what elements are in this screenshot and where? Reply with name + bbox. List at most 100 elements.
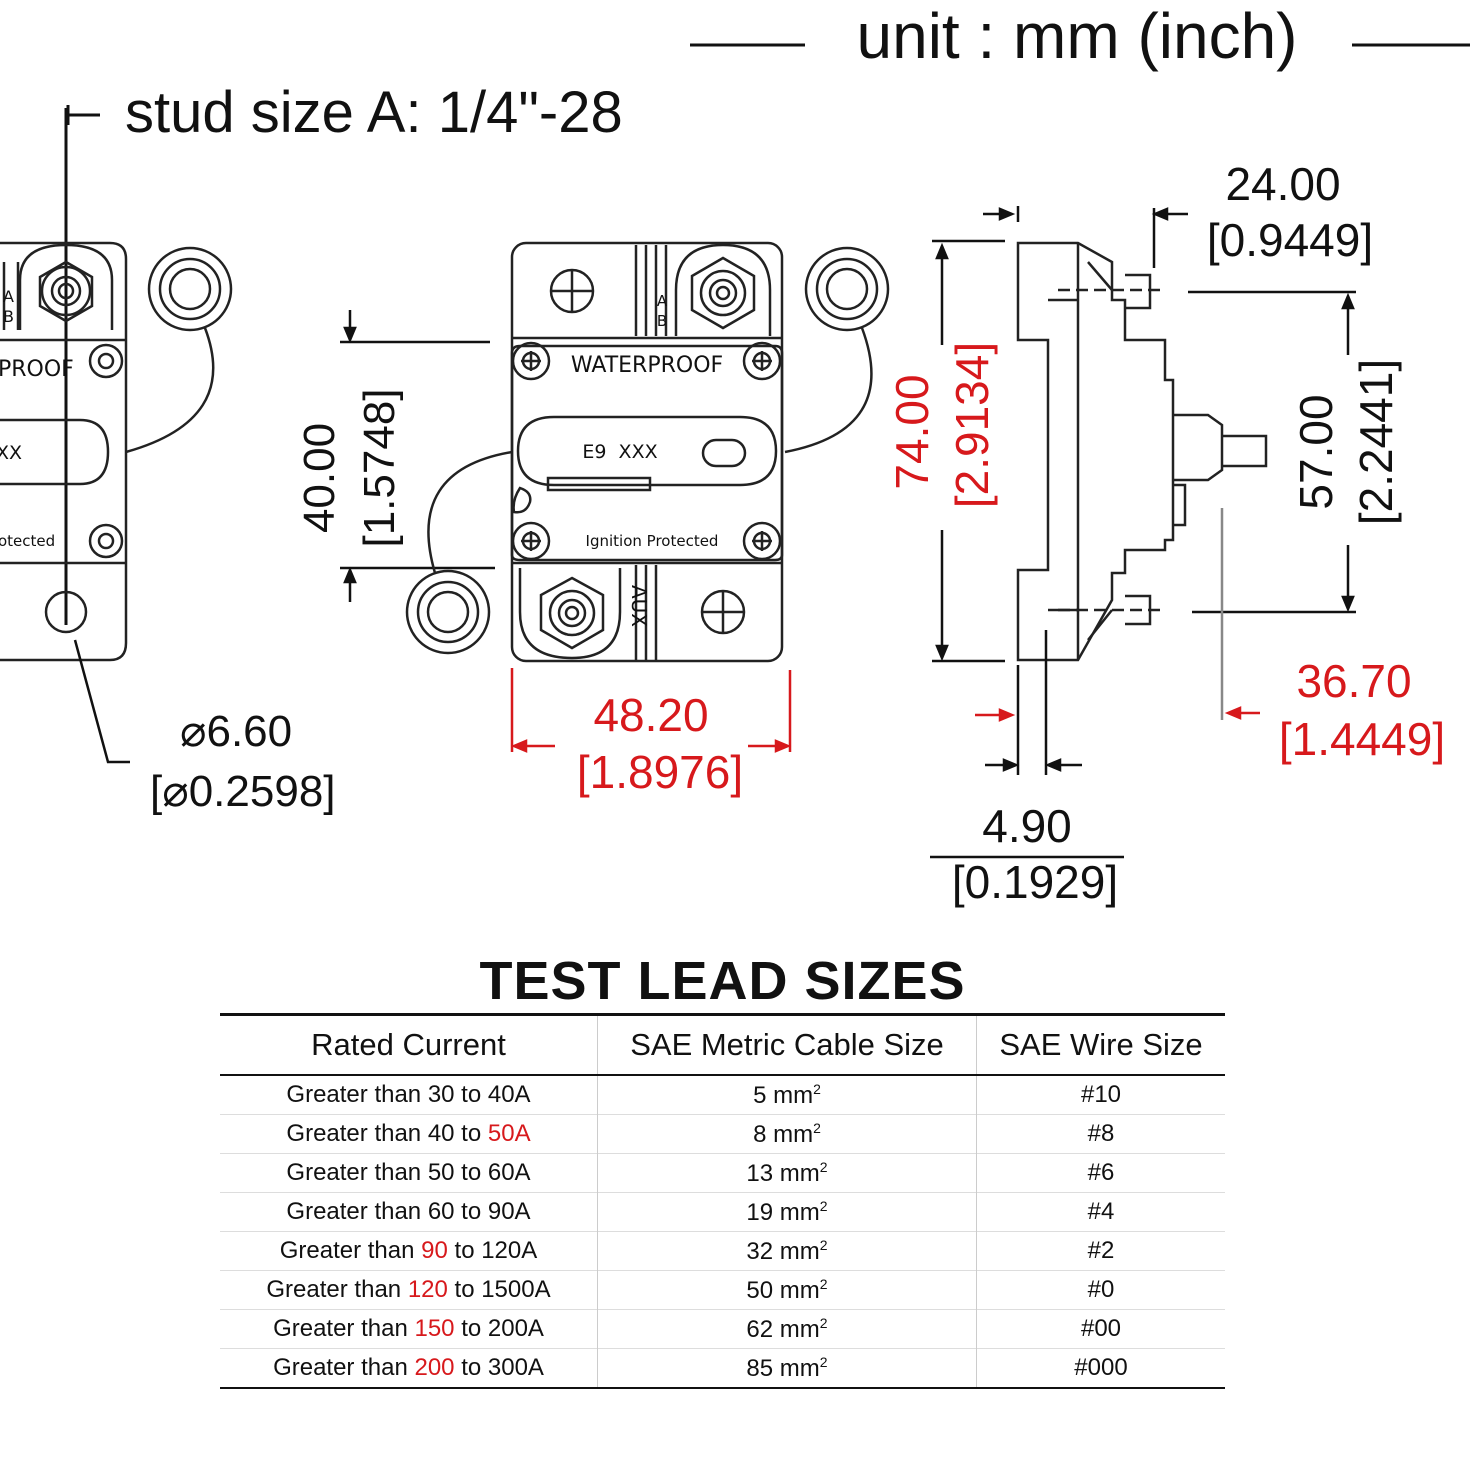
- cable-size-value: 5 mm: [753, 1081, 814, 1109]
- hole-dia-leader: [73, 639, 130, 764]
- depth-in: [0.9449]: [1207, 214, 1373, 266]
- mount-spacing-mm: 40.00: [295, 423, 344, 533]
- cell-wire-size: #4: [1087, 1198, 1115, 1225]
- cell-rated-current: Greater than 60 to 90A: [220, 1192, 598, 1232]
- left-partial-waterproof-label: PROOF: [0, 357, 74, 382]
- table-row: Greater than 60 to 90A 19 mm2 #4: [220, 1192, 1225, 1232]
- cell-wire-size: #2: [1087, 1237, 1115, 1264]
- cell-wire-size: #00: [1080, 1315, 1122, 1342]
- table-title: TEST LEAD SIZES: [479, 951, 966, 1011]
- stud-length-dim-lines: [975, 706, 1260, 722]
- cable-size-value: 8 mm: [753, 1120, 814, 1148]
- header-wire-size: SAE Wire Size: [999, 1027, 1203, 1062]
- rated-current-pre: Greater than 50 to 60A: [286, 1159, 531, 1186]
- mount-spacing-in: [1.5748]: [355, 388, 404, 547]
- cable-size-exponent: 2: [819, 1158, 828, 1175]
- cable-size-value: 62 mm: [746, 1315, 820, 1343]
- cell-metric-cable-size: 32 mm2: [597, 1231, 977, 1271]
- rated-current-pre: Greater than: [273, 1354, 415, 1381]
- cell-wire-size: #000: [1074, 1354, 1128, 1381]
- rated-current-pre: Greater than: [273, 1315, 415, 1342]
- header-rated-current: Rated Current: [220, 1014, 598, 1075]
- rated-current-pre: Greater than: [266, 1276, 408, 1303]
- side-view-breaker: [1016, 241, 1268, 662]
- cable-size-exponent: 2: [813, 1119, 821, 1136]
- cable-size-value: 50 mm: [746, 1276, 820, 1304]
- rated-current-mid: to 1500A: [447, 1276, 551, 1303]
- cable-size-value: 85 mm: [746, 1354, 820, 1382]
- cable-size-exponent: 2: [819, 1353, 828, 1370]
- cable-size-exponent: 2: [819, 1236, 828, 1253]
- left-terminal-a: A: [3, 287, 14, 306]
- width-dim-lines: [510, 668, 792, 753]
- front-aux-label: AUX: [627, 585, 651, 627]
- cell-rated-current: Greater than 90 to 120A: [220, 1231, 598, 1271]
- rated-current-hl2: 50A: [487, 1120, 531, 1147]
- cell-rated-current: Greater than 200 to 300A: [220, 1348, 598, 1388]
- rated-current-mid: to 300A: [454, 1354, 544, 1381]
- cell-metric-cable-size: 85 mm2: [597, 1348, 977, 1388]
- rated-current-pre: Greater than 30 to 40A: [286, 1081, 531, 1108]
- side-dim-lines: [930, 206, 1356, 859]
- rated-current-mid: to 200A: [454, 1315, 544, 1342]
- body-height-in: [2.2441]: [1350, 359, 1402, 525]
- cable-size-value: 32 mm: [746, 1237, 820, 1265]
- height-mm: 74.00: [886, 374, 938, 489]
- rated-current-mid: to 120A: [447, 1237, 538, 1264]
- table-header-row: Rated Current SAE Metric Cable Size SAE …: [220, 1014, 1225, 1075]
- test-lead-table: Rated Current SAE Metric Cable Size SAE …: [220, 1013, 1225, 1389]
- cell-wire-size: #0: [1087, 1276, 1115, 1303]
- cell-wire-size: #6: [1087, 1159, 1115, 1186]
- cell-metric-cable-size: 50 mm2: [597, 1270, 977, 1310]
- table-row: Greater than 150 to 200A 62 mm2 #00: [220, 1309, 1225, 1349]
- height-in: [2.9134]: [946, 342, 998, 508]
- units-label: unit : mm (inch): [857, 0, 1298, 72]
- front-model-label: E9 XXX: [582, 441, 657, 463]
- cable-size-exponent: 2: [819, 1197, 828, 1214]
- technical-drawing: unit : mm (inch) stud size A: 1/4"-28 PR…: [0, 0, 1470, 908]
- front-view-breaker: [405, 241, 890, 663]
- rated-current-hl1: 90: [421, 1237, 448, 1264]
- cell-metric-cable-size: 5 mm2: [597, 1075, 977, 1115]
- rated-current-pre: Greater than: [279, 1237, 422, 1264]
- left-terminal-b: B: [3, 307, 14, 326]
- cable-size-exponent: 2: [813, 1080, 821, 1097]
- cell-metric-cable-size: 8 mm2: [597, 1114, 977, 1154]
- cable-size-value: 13 mm: [746, 1159, 820, 1187]
- flange-in: [0.1929]: [952, 856, 1118, 908]
- hole-dia-in: [⌀0.2598]: [150, 767, 336, 816]
- front-terminal-b: B: [657, 312, 667, 330]
- width-mm: 48.20: [593, 689, 708, 741]
- width-in: [1.8976]: [577, 746, 743, 798]
- front-ignition-label: Ignition Protected: [586, 532, 719, 550]
- cable-size-exponent: 2: [819, 1275, 828, 1292]
- cable-size-exponent: 2: [819, 1314, 828, 1331]
- hole-dia-mm: ⌀6.60: [180, 707, 292, 756]
- cell-rated-current: Greater than 30 to 40A: [220, 1075, 598, 1115]
- stud-size-leader: [64, 105, 100, 625]
- left-partial-model-label: XX: [0, 442, 22, 464]
- stud-length-mm: 36.70: [1296, 655, 1411, 707]
- rated-current-hl1: 150: [414, 1315, 455, 1342]
- cell-rated-current: Greater than 120 to 1500A: [220, 1270, 598, 1310]
- rated-current-pre: Greater than 60 to 90A: [286, 1198, 531, 1225]
- cell-metric-cable-size: 13 mm2: [597, 1153, 977, 1193]
- front-terminal-a: A: [657, 292, 668, 310]
- left-partial-ignition-label: otected: [0, 532, 55, 550]
- test-lead-sizes-section: TEST LEAD SIZES Rated Current SAE Metric…: [220, 950, 1225, 1389]
- header-metric-cable-size: SAE Metric Cable Size: [597, 1014, 977, 1075]
- rated-current-pre: Greater than 40 to: [286, 1120, 488, 1147]
- mount-spacing-dim-lines: [340, 310, 495, 602]
- rated-current-hl1: 120: [407, 1276, 448, 1303]
- stud-length-in: [1.4449]: [1279, 713, 1445, 765]
- rated-current-hl1: 200: [414, 1354, 455, 1381]
- cell-wire-size: #8: [1087, 1120, 1115, 1147]
- cell-rated-current: Greater than 40 to 50A: [220, 1114, 598, 1154]
- cell-metric-cable-size: 19 mm2: [597, 1192, 977, 1232]
- body-height-mm: 57.00: [1290, 394, 1342, 509]
